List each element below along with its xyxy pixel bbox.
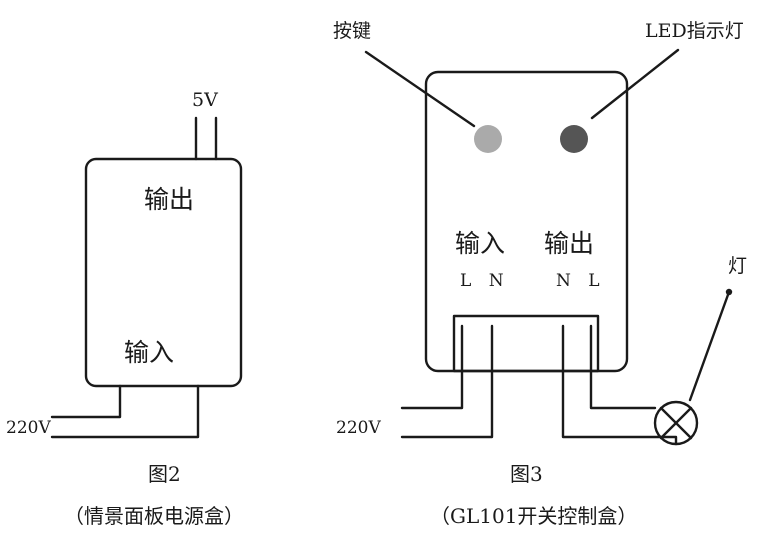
output-wire-l	[589, 324, 657, 410]
fig2-caption: 图2	[148, 462, 181, 486]
power-box	[84, 157, 243, 388]
lamp-label: 灯	[728, 255, 747, 277]
led-indicator	[560, 125, 588, 153]
fig3-caption: 图3	[510, 462, 543, 486]
output-terminal-labels: N L	[556, 271, 606, 291]
control-box-ac-voltage-label: 220V	[336, 418, 381, 438]
input-wire-l	[400, 324, 464, 410]
terminal-block	[452, 314, 600, 373]
output-wire-n	[561, 324, 678, 446]
push-button	[474, 125, 502, 153]
control-box-input-label: 输入	[455, 229, 505, 258]
button-leader-line	[364, 50, 476, 128]
fig2-subcaption: （情景面板电源盒）	[64, 504, 244, 528]
button-label: 按键	[333, 20, 371, 42]
power-box-input-label: 输入	[124, 338, 174, 367]
input-wire-n	[400, 324, 494, 439]
lamp-leader-line	[688, 290, 731, 402]
fig3-subcaption: （GL101开关控制盒）	[430, 504, 637, 528]
input-terminal-labels: L N	[460, 271, 510, 291]
power-box-output-label: 输出	[144, 185, 194, 214]
led-label: LED指示灯	[645, 20, 744, 42]
dc-voltage-label: 5V	[192, 89, 218, 111]
lamp-circle-x-icon	[653, 400, 699, 446]
power-box-ac-voltage-label: 220V	[6, 418, 51, 438]
led-leader-line	[590, 48, 680, 120]
ac-in-wire-2	[50, 384, 200, 439]
lamp-leader-dot	[725, 288, 733, 296]
control-box-output-label: 输出	[544, 229, 594, 258]
ac-in-wire-1	[50, 384, 122, 419]
